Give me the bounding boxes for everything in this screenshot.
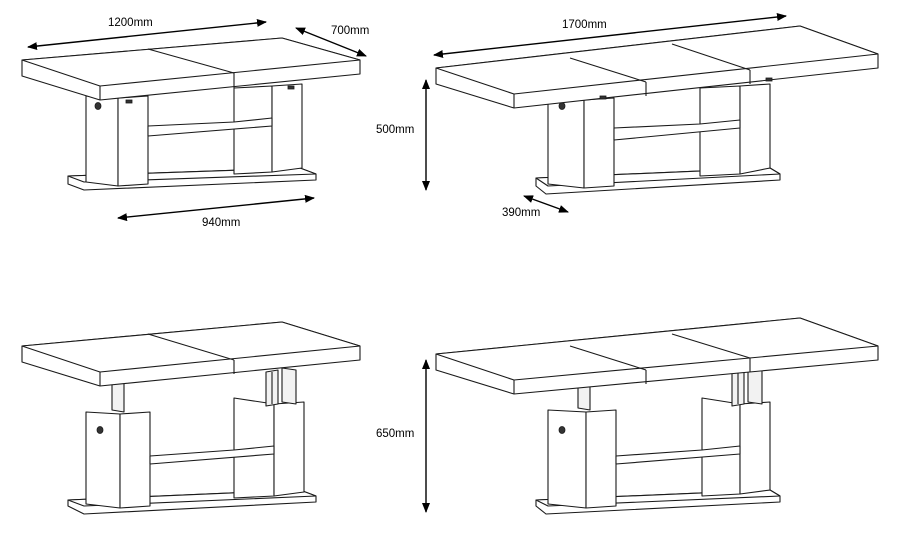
label-500: 500mm	[376, 124, 414, 136]
label-1200: 1200mm	[108, 17, 153, 29]
dimension-lines	[27, 13, 787, 513]
table-extended-low	[435, 25, 879, 195]
label-390: 390mm	[502, 207, 540, 219]
dim-arrow-940	[117, 194, 315, 222]
label-940: 940mm	[202, 217, 240, 229]
table-extended-high	[435, 317, 879, 515]
dimension-labels: 1200mm 700mm 940mm 1700mm 500mm 390mm 65…	[108, 17, 607, 440]
dim-arrow-1200	[27, 18, 267, 51]
label-700: 700mm	[331, 25, 369, 37]
label-650: 650mm	[376, 428, 414, 440]
label-1700: 1700mm	[562, 19, 607, 31]
table-closed-high	[21, 321, 361, 515]
dim-arrow-700	[295, 27, 367, 57]
dim-arrow-390	[523, 195, 569, 213]
dim-arrow-1700	[433, 13, 787, 58]
table-closed-low	[21, 37, 361, 191]
